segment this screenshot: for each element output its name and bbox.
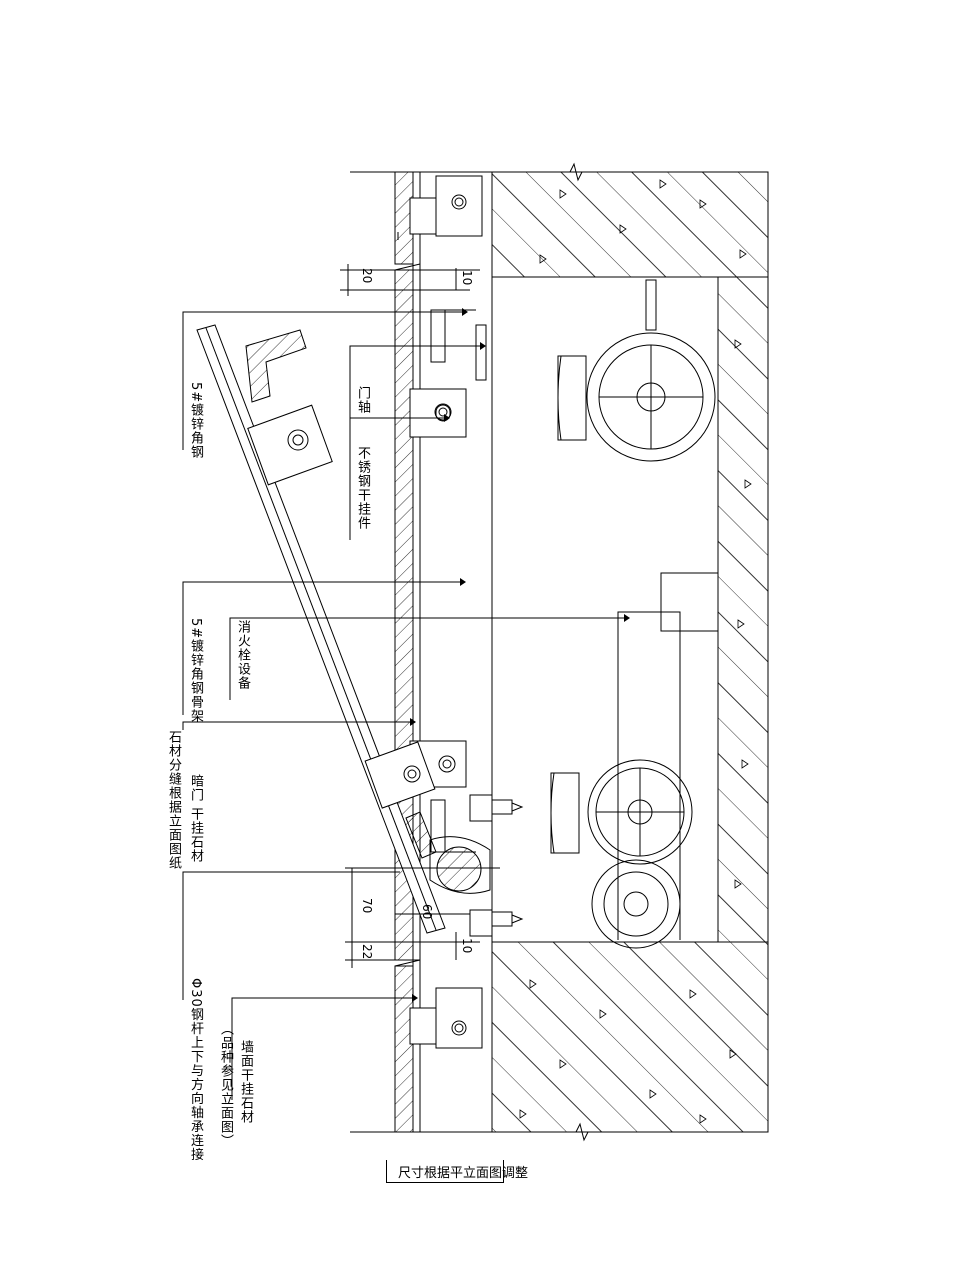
- label-stone-joint: 石材分缝根据立面图纸: [166, 730, 181, 870]
- dim-10-top: 10: [460, 270, 474, 286]
- anchor-plates: [409, 175, 483, 1049]
- hydrant-cabinet: [491, 276, 719, 949]
- label-door-pivot: 门轴: [355, 386, 370, 414]
- label-angle-frame: 5#镀锌角钢骨架: [188, 618, 203, 724]
- concrete-wall: [491, 171, 769, 1133]
- dim-20: 20: [360, 268, 374, 284]
- dim-70: 70: [360, 898, 374, 914]
- label-galvanized-angle: 5#镀锌角钢: [188, 382, 203, 460]
- opened-door: [196, 324, 446, 934]
- label-wall-stone: 墙面干挂石材: [238, 1040, 253, 1124]
- dim-22: 22: [360, 944, 374, 960]
- dim-60: 60: [420, 904, 434, 920]
- dimension-lines: [340, 264, 500, 968]
- note-text: 尺寸根据平立面图调整: [398, 1166, 529, 1181]
- label-hydrant-equipment: 消火栓设备: [235, 620, 250, 690]
- label-steel-rod: Φ30钢杆上下与方向轴承连接: [188, 978, 203, 1162]
- break-lines: [350, 162, 768, 1142]
- label-hidden-door: 暗门 干挂石材: [188, 774, 203, 864]
- dim-10-bottom: 10: [460, 938, 474, 954]
- label-stone-variety: （品种参见立面图）: [218, 1022, 233, 1148]
- leader-lines: [182, 232, 624, 1100]
- note-frame: [386, 1160, 504, 1183]
- label-stainless-hanger: 不锈钢干挂件: [355, 446, 370, 530]
- arrow-heads: [410, 308, 630, 1002]
